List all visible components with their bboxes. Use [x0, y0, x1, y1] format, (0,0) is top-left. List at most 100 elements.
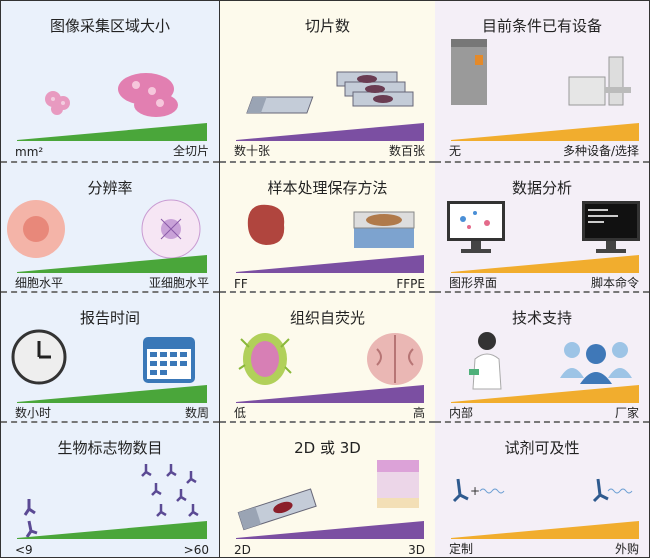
illustration	[220, 37, 435, 114]
script-monitor-icon	[582, 201, 640, 253]
cell-icon	[7, 200, 65, 258]
illustration: +	[435, 459, 649, 529]
criterion-title: 切片数	[304, 17, 350, 35]
tissue-large-icon	[118, 73, 178, 117]
gradient-wedge	[236, 521, 424, 539]
single-slide-icon	[246, 96, 314, 114]
criterion-title: 组织自荧光	[289, 309, 365, 327]
svg-text:+: +	[470, 484, 480, 498]
scale-high-label: 外购	[614, 542, 639, 556]
gradient-wedge	[236, 255, 424, 273]
illustration	[220, 329, 435, 399]
scale-low-label: 数十张	[234, 144, 271, 158]
illustration	[435, 199, 649, 269]
criterion-title: 技术支持	[511, 309, 572, 327]
criterion-cell: 切片数数十张 数百张	[220, 1, 435, 161]
criterion-title: 图像采集区域大小	[49, 17, 170, 35]
illustration	[1, 37, 219, 117]
scale-high-label: 厂家	[614, 406, 639, 420]
few-antibodies-icon	[23, 499, 38, 538]
illustration	[220, 459, 435, 531]
criterion-title: 2D 或 3D	[294, 439, 361, 457]
brain-icon	[367, 333, 423, 385]
subcellular-icon	[141, 199, 201, 259]
criterion-cell: 报告时间数小时 数周	[1, 291, 219, 423]
frozen-tissue-icon	[247, 204, 285, 245]
gradient-wedge	[451, 123, 639, 141]
scale-high-label: 全切片	[172, 144, 209, 158]
criterion-cell: 数据分析图形界面 脚本命令	[435, 161, 649, 293]
paraffin-block-icon	[353, 211, 415, 248]
criterion-cell: 技术支持内部 厂家	[435, 291, 649, 423]
lymph-node-icon	[238, 333, 292, 385]
criterion-title: 数据分析	[511, 179, 572, 197]
scale-high-label: 数周	[184, 406, 209, 420]
scanner-icon	[451, 39, 487, 105]
gradient-wedge	[236, 123, 424, 141]
illustration	[1, 459, 219, 538]
clock-icon	[11, 329, 67, 385]
illustration	[220, 199, 435, 269]
slide-2d-icon	[237, 488, 317, 531]
gradient-wedge	[17, 385, 207, 403]
commercial-reagent-icon	[592, 478, 633, 503]
scale-high-label: 3D	[408, 543, 425, 557]
criterion-cell: 组织自荧光低 高	[220, 291, 435, 423]
criterion-title: 样本处理保存方法	[267, 179, 388, 197]
criterion-cell: 样本处理保存方法 FF FFPE	[220, 161, 435, 293]
gradient-wedge	[17, 123, 207, 141]
scale-low-label: 低	[234, 406, 247, 420]
scale-low-label: <9	[15, 543, 33, 557]
criterion-title: 生物标志物数目	[57, 439, 163, 457]
criterion-cell: 试剂可及性 + 定制 外购	[435, 421, 649, 557]
scale-low-label: 细胞水平	[15, 276, 64, 290]
scale-high-label: 多种设备/选择	[562, 144, 639, 158]
scale-high-label: FFPE	[396, 277, 425, 291]
column-2: 切片数数十张 数百张样本处理保存方法 FF FFPE 组织自荧光低 高 2D 或 3D 2D 3…	[219, 1, 436, 557]
column-3: 目前条件已有设备无多种设备/选择数据分析图形界面脚本命令技术支持内部厂家试剂可及…	[435, 1, 649, 557]
scale-low-label: 图形界面	[449, 276, 498, 290]
gradient-wedge	[17, 255, 207, 273]
scale-high-label: 脚本命令	[590, 276, 639, 290]
scale-low-label: 内部	[449, 406, 474, 420]
calendar-icon	[143, 337, 195, 383]
gradient-wedge	[236, 385, 424, 403]
criterion-cell: 2D 或 3D 2D 3D	[220, 421, 435, 557]
microscope-icon	[568, 56, 631, 106]
scale-high-label: 亚细胞水平	[148, 276, 209, 290]
scale-low-label: 2D	[234, 543, 251, 557]
custom-reagent-icon: +	[452, 478, 505, 503]
illustration	[1, 199, 219, 269]
gradient-wedge	[451, 255, 639, 273]
illustration	[1, 329, 219, 399]
criterion-cell: 生物标志物数目 <9 >60	[1, 421, 219, 557]
scale-high-label: 高	[412, 406, 425, 420]
criterion-title: 报告时间	[79, 309, 140, 327]
scale-high-label: >60	[183, 543, 209, 557]
scale-low-label: 定制	[449, 542, 474, 556]
tissue-3d-icon	[377, 460, 419, 508]
criterion-cell: 分辨率细胞水平 亚细胞水平	[1, 161, 219, 293]
tissue-small-icon	[45, 91, 70, 115]
gradient-wedge	[451, 385, 639, 403]
gradient-wedge	[17, 521, 207, 539]
illustration	[435, 329, 649, 399]
criterion-title: 分辨率	[87, 179, 133, 197]
criterion-cell: 图像采集区域大小 mm² 全切片	[1, 1, 219, 161]
gui-monitor-icon	[447, 201, 505, 253]
scale-high-label: 数百张	[388, 144, 425, 158]
vendor-team-icon	[560, 342, 632, 384]
scale-low-label: FF	[234, 277, 248, 291]
scale-low-label: 数小时	[15, 406, 52, 420]
scientist-icon	[469, 332, 502, 390]
many-antibodies-icon	[141, 464, 199, 517]
criterion-title: 目前条件已有设备	[481, 17, 602, 35]
many-slides-icon	[336, 71, 414, 107]
scale-low-label: 无	[449, 144, 462, 158]
scale-low-label: mm²	[15, 145, 44, 159]
criterion-title: 试剂可及性	[504, 439, 580, 457]
gradient-wedge	[451, 521, 639, 539]
criterion-cell: 目前条件已有设备无 多种设备/选择	[435, 1, 649, 161]
